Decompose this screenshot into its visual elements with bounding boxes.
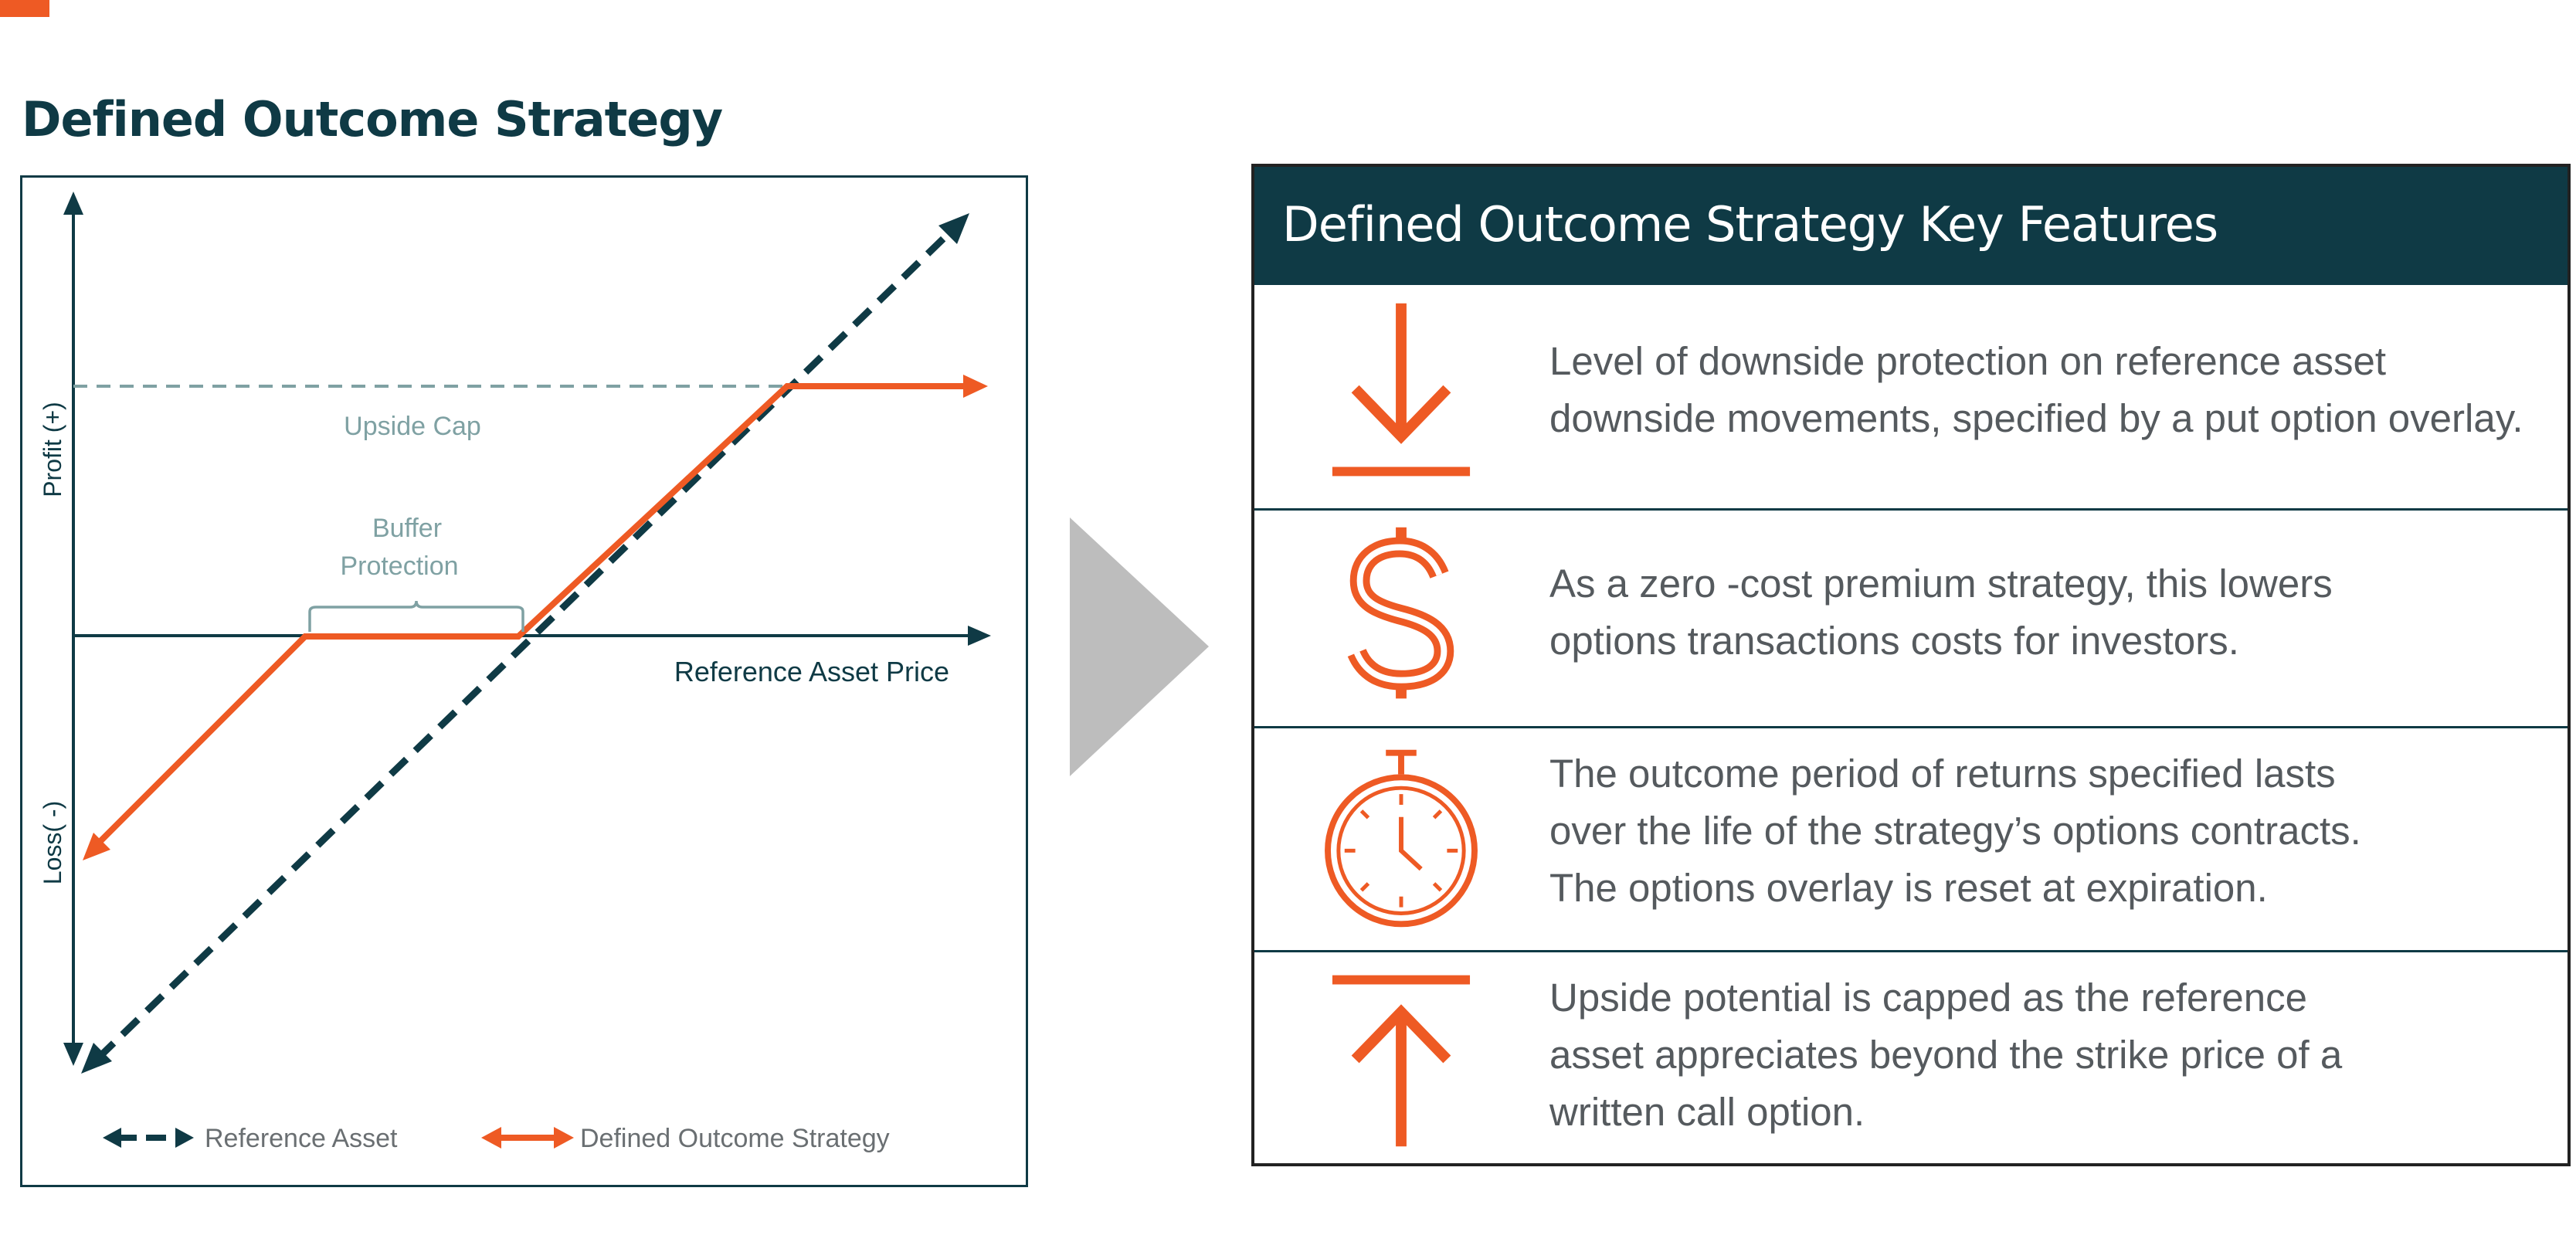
feature-line: The outcome period of returns specified … (1549, 752, 2336, 796)
feature-line: asset appreciates beyond the strike pric… (1549, 1033, 2343, 1077)
y-axis-arrow-top (63, 192, 83, 215)
transition-arrow-icon (1070, 518, 1209, 776)
upside-cap-icon (1332, 975, 1471, 1147)
buffer-label-line2: Protection (340, 551, 458, 581)
buffer-label-line1: Buffer (372, 514, 442, 543)
page-title: Defined Outcome Strategy (22, 91, 723, 148)
feature-line: written call option. (1549, 1090, 1865, 1134)
y-axis-label-loss: Loss( -) (39, 801, 66, 884)
feature-row-zero-cost: As a zero -cost premium strategy, this l… (1254, 508, 2568, 726)
y-axis-arrow-bottom (63, 1043, 83, 1066)
feature-text-upside-cap: Upside potential is capped as the refere… (1549, 969, 2552, 1141)
legend-defined-outcome-swatch (481, 1127, 574, 1149)
feature-line: Level of downside protection on referenc… (1549, 339, 2387, 383)
feature-line: options transactions costs for investors… (1549, 619, 2239, 663)
x-axis-arrow (968, 626, 991, 646)
payoff-diagram-svg: Upside Cap Buffer Protection Reference A… (39, 192, 991, 1153)
defined-outcome-arrow-right (963, 375, 988, 398)
x-axis-label: Reference Asset Price (674, 656, 949, 687)
feature-text-outcome-period: The outcome period of returns specified … (1549, 745, 2552, 917)
feature-line: As a zero -cost premium strategy, this l… (1549, 562, 2333, 606)
legend-defined-outcome-label: Defined Outcome Strategy (580, 1124, 890, 1153)
downside-protection-icon (1332, 303, 1471, 477)
feature-row-downside-protection: Level of downside protection on referenc… (1254, 283, 2568, 508)
y-axis-label-profit: Profit (+) (39, 402, 66, 497)
feature-row-upside-cap: Upside potential is capped as the refere… (1254, 950, 2568, 1166)
feature-line: over the life of the strategy’s options … (1549, 809, 2361, 853)
reference-asset-arrow-top (938, 213, 969, 244)
feature-row-outcome-period: The outcome period of returns specified … (1254, 726, 2568, 950)
reference-asset-line (95, 218, 965, 1061)
feature-line: The options overlay is reset at expirati… (1549, 866, 2268, 910)
stopwatch-icon (1325, 749, 1478, 928)
upside-cap-label: Upside Cap (344, 412, 481, 441)
feature-line: downside movements, specified by a put o… (1549, 396, 2523, 440)
legend-reference-asset-label: Reference Asset (205, 1124, 398, 1153)
dollar-icon (1347, 527, 1454, 699)
defined-outcome-line (94, 383, 965, 847)
key-features-table: Defined Outcome Strategy Key Features Le… (1251, 164, 2571, 1166)
accent-bar (0, 0, 49, 17)
feature-text-downside-protection: Level of downside protection on referenc… (1549, 333, 2552, 447)
legend-reference-asset-swatch (103, 1128, 194, 1148)
feature-line: Upside potential is capped as the refere… (1549, 976, 2307, 1020)
payoff-diagram: Upside Cap Buffer Protection Reference A… (20, 175, 1028, 1187)
reference-asset-arrow-bottom (81, 1043, 112, 1074)
feature-text-zero-cost: As a zero -cost premium strategy, this l… (1549, 555, 2552, 670)
legend: Reference Asset Defined Outcome Strategy (103, 1124, 890, 1153)
key-features-header: Defined Outcome Strategy Key Features (1254, 167, 2568, 283)
defined-outcome-arrow-left (83, 833, 110, 860)
buffer-bracket (308, 600, 524, 632)
